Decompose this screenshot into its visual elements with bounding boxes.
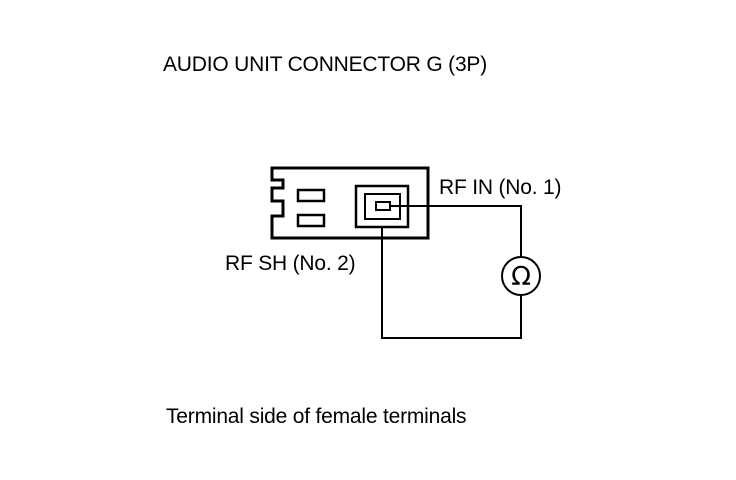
ohmmeter-icon: [501, 256, 541, 296]
connector-housing: [270, 166, 430, 240]
diagram-title: AUDIO UNIT CONNECTOR G (3P): [163, 53, 488, 76]
rf-in-center-pin: [375, 201, 391, 211]
rf-sh-label: RF SH (No. 2): [225, 252, 356, 275]
lead-wire-rf-sh: [381, 227, 522, 339]
terminal-slot-lower: [296, 213, 326, 228]
ohm-symbol: Ω: [511, 262, 531, 292]
lead-wire-rf-in: [390, 205, 522, 257]
rf-in-label: RF IN (No. 1): [439, 176, 562, 199]
diagram-caption: Terminal side of female terminals: [166, 405, 467, 428]
terminal-slot-upper: [296, 188, 326, 203]
